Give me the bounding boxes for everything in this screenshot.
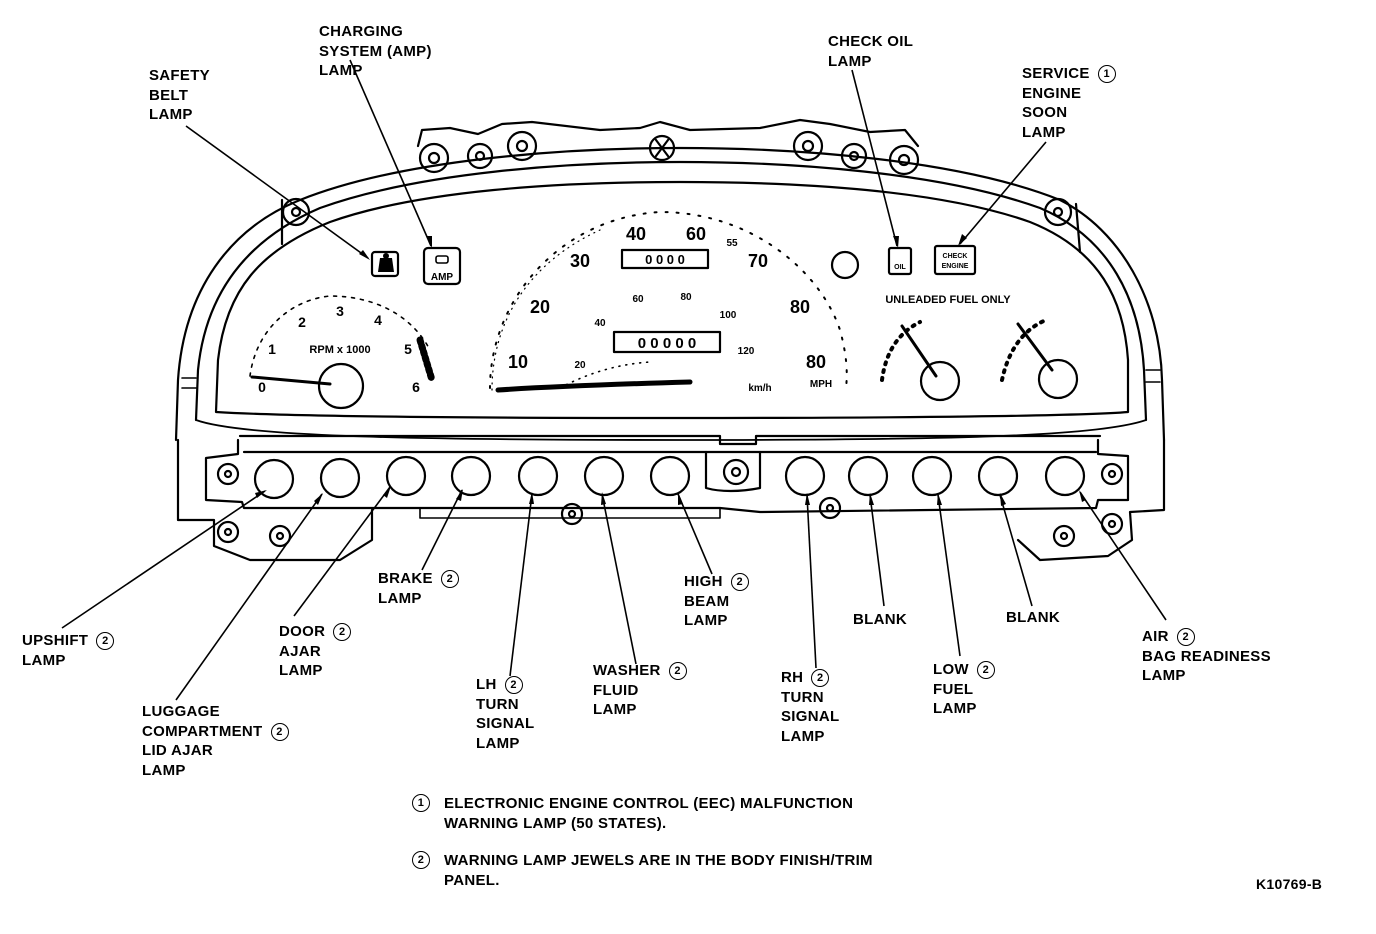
tach-number: 5: [404, 341, 412, 357]
dial-text: 0 1 2 3 4 5 6 RPM x 1000 10 20 30 40 60 70 80 55 80 20 40 6…: [258, 224, 1011, 395]
note-1-marker: 1: [412, 794, 430, 812]
note-2-marker: 2: [811, 669, 830, 687]
odometer: 0 0 0 0 0: [638, 335, 696, 352]
fuel-and-temp-gauges: [830, 250, 1079, 402]
note-2-marker: 2: [270, 722, 289, 741]
kmh-unit: km/h: [748, 383, 771, 394]
oil-can-icon: [887, 246, 913, 276]
lamp-jewels: [253, 455, 1086, 500]
mph-number: 40: [626, 224, 646, 244]
kmh-number: 100: [720, 310, 737, 321]
kmh-number: 80: [680, 292, 692, 303]
tachometer: [249, 295, 436, 410]
tach-number: 0: [258, 379, 266, 395]
leader-lines: [61, 59, 1167, 701]
trip-odometer: 0 0 0 0: [645, 252, 685, 267]
mounting-bosses: [280, 118, 1082, 254]
mph-number: 10: [508, 352, 528, 372]
kmh-number: 120: [738, 346, 755, 357]
mph-55-mark: 55: [726, 238, 738, 249]
mph-unit: MPH: [810, 379, 832, 390]
mph-number: 20: [530, 297, 550, 317]
mph-number: 80: [806, 352, 826, 372]
blank-label-1: BLANK: [853, 611, 907, 628]
kmh-number: 60: [632, 294, 644, 305]
engine-icon: [933, 244, 977, 276]
tach-number: 4: [374, 312, 382, 328]
mph-number: 70: [748, 251, 768, 271]
note-2-marker: 2: [730, 573, 749, 591]
note-2-marker: 2: [440, 570, 459, 588]
tach-label: RPM x 1000: [309, 344, 370, 356]
dial-face: [214, 180, 1130, 420]
fuel-notice: UNLEADED FUEL ONLY: [885, 294, 1011, 306]
speedometer: [489, 211, 848, 393]
oil-text: OIL: [894, 264, 906, 271]
check-engine-text: CHECK: [943, 253, 968, 260]
note-2-marker: 2: [333, 623, 352, 641]
note-2-marker: 2: [668, 662, 687, 680]
note-2-marker: 2: [504, 676, 523, 694]
amp-text: AMP: [431, 272, 454, 283]
housing-inner: [194, 160, 1148, 422]
mph-number: 30: [570, 251, 590, 271]
kmh-number: 20: [574, 360, 586, 371]
note-2-marker: 2: [1176, 628, 1195, 646]
check-engine-text: ENGINE: [942, 263, 969, 270]
trim-panel: [176, 434, 1166, 562]
blank-label-2: BLANK: [1006, 609, 1060, 626]
note-2-marker: 2: [412, 851, 430, 869]
seat-belt-icon: [370, 250, 400, 278]
figure-id: K10769-B: [1256, 876, 1323, 892]
tach-number: 3: [336, 303, 344, 319]
kmh-number: 40: [594, 318, 606, 329]
note-2-marker: 2: [976, 661, 995, 679]
note-2-marker: 2: [96, 632, 115, 650]
tach-number: 2: [298, 314, 306, 330]
note-1-marker: 1: [1097, 65, 1116, 83]
tach-number: 1: [268, 341, 276, 357]
mph-number: 80: [790, 297, 810, 317]
mph-number: 60: [686, 224, 706, 244]
tach-number: 6: [412, 379, 420, 395]
battery-icon: [422, 246, 462, 286]
housing-outer: [174, 146, 1166, 442]
